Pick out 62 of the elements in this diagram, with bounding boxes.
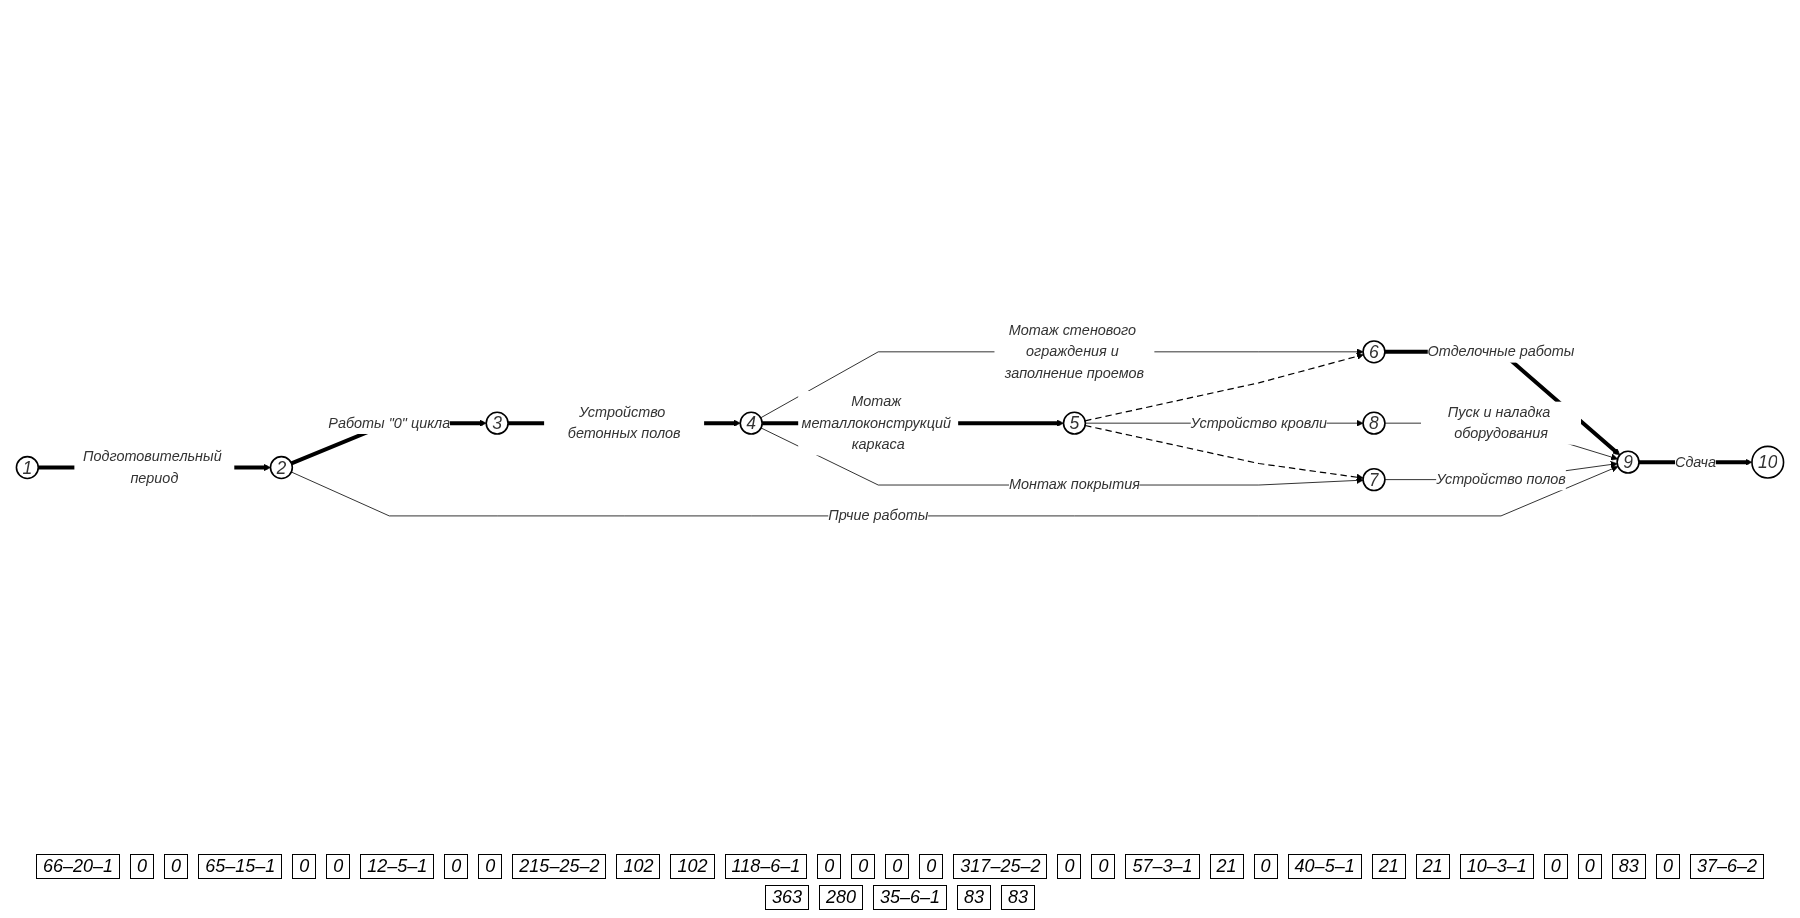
float-value: 0 <box>1091 854 1116 879</box>
arrow <box>1084 352 1364 422</box>
float-value: 83 <box>957 885 992 910</box>
edge-label: Работы "0" цикла <box>328 414 451 431</box>
arrow <box>1084 424 1364 481</box>
edge-label: Мотаж стенового ограждения и заполнение проемов <box>1004 321 1145 382</box>
edge-label: Подготовительный период <box>83 448 222 486</box>
float-value: 0 <box>1577 854 1602 879</box>
float-value: 0 <box>292 854 317 879</box>
float-value: 21 <box>1371 854 1406 879</box>
float-value: 363 <box>764 885 809 910</box>
edge-label: Мотаж металлоконструкций каркаса <box>801 393 951 453</box>
float-value: 35–6–1 <box>872 885 948 910</box>
edge-label: Устройство кровли <box>1190 414 1328 431</box>
float-value: 0 <box>478 854 503 879</box>
float-value: 0 <box>326 854 351 879</box>
node-circle: 6 <box>1362 340 1386 364</box>
float-value: 0 <box>817 854 842 879</box>
node-circle: 8 <box>1362 411 1386 435</box>
edge-label: Устройство бетонных полов <box>567 403 681 442</box>
float-value: 0 <box>164 854 189 879</box>
float-value: 0 <box>1057 854 1082 879</box>
node-circle: 3 <box>485 411 509 435</box>
edge-label: Отделочные работы <box>1427 343 1575 360</box>
float-value: 40–5–1 <box>1287 854 1362 879</box>
float-value: 102 <box>670 854 715 879</box>
float-value: 66–20–1 <box>36 854 121 879</box>
float-value: 0 <box>851 854 876 879</box>
edge-label: Прчие работы <box>828 507 929 524</box>
float-value: 65–15–1 <box>198 854 283 879</box>
node-circle: 5 <box>1062 411 1087 435</box>
float-value: 21 <box>1209 854 1244 879</box>
float-value: 280 <box>818 885 863 910</box>
arrow <box>1384 349 1621 456</box>
float-value: 118–6–1 <box>724 854 808 879</box>
node-circle: 9 <box>1616 450 1640 474</box>
float-value: 21 <box>1415 854 1450 879</box>
float-value: 83 <box>1611 854 1646 879</box>
float-value: 12–5–1 <box>360 854 435 879</box>
node-circle: 10 <box>1751 445 1785 479</box>
float-value: 0 <box>1543 854 1568 879</box>
node-circle: 1 <box>15 455 40 480</box>
float-value: 0 <box>444 854 469 879</box>
edge-label: Устройство полов <box>1436 471 1566 488</box>
float-value: 0 <box>1253 854 1278 879</box>
float-value: 102 <box>616 854 661 879</box>
edge-label: Монтаж покрытия <box>1009 476 1140 493</box>
float-value: 37–6–2 <box>1689 854 1764 879</box>
float-value: 83 <box>1001 885 1036 910</box>
float-value: 317–25–2 <box>953 854 1048 879</box>
edge-label: Пуск и наладка оборудования <box>1447 403 1551 442</box>
float-value: 57–3–1 <box>1125 854 1200 879</box>
edge-label: Сдача <box>1674 453 1716 470</box>
float-value: 0 <box>1655 854 1680 879</box>
node-circle: 7 <box>1362 467 1386 492</box>
float-value: 0 <box>919 854 944 879</box>
float-value: 215–25–2 <box>512 854 607 879</box>
float-value: 0 <box>130 854 155 879</box>
float-value: 10–3–1 <box>1459 854 1534 879</box>
node-circle: 4 <box>739 411 763 435</box>
node-circle: 2 <box>269 455 294 480</box>
float-value: 0 <box>885 854 910 879</box>
